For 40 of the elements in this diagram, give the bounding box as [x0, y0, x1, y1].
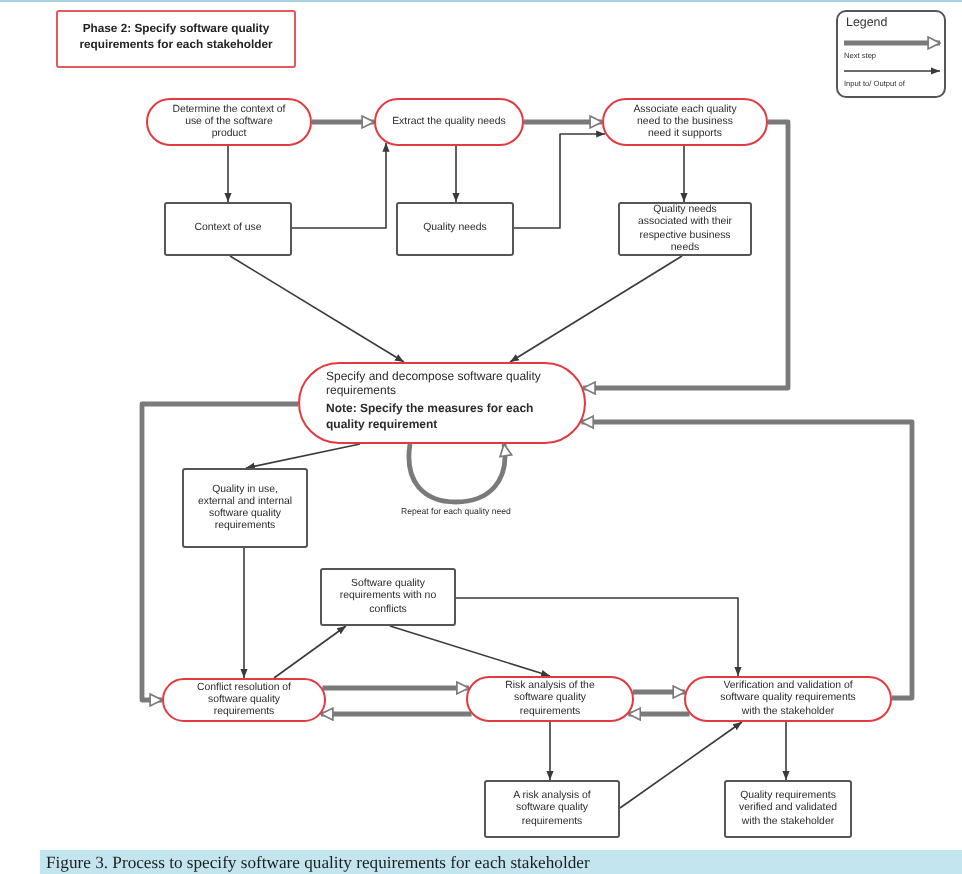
activity-pill	[298, 362, 586, 444]
hollow-head-arrow	[322, 681, 470, 695]
hollow-head-arrow	[524, 115, 603, 129]
artifact-box	[724, 780, 852, 838]
hollow-head-arrow	[627, 707, 690, 721]
loop-arrow	[406, 443, 512, 505]
arrow	[224, 145, 232, 203]
artifact-box	[484, 780, 620, 838]
artifact-box	[320, 568, 456, 626]
arrow	[245, 443, 361, 470]
hollow-head-arrow	[312, 115, 375, 129]
activity-pill	[374, 98, 524, 146]
arrow	[455, 597, 742, 677]
hollow-head-arrow	[632, 685, 686, 699]
activity-pill	[602, 98, 768, 146]
arrow	[240, 547, 248, 679]
figure-caption: Figure 3. Process to specify software quality requirements for each stakeholder	[40, 850, 962, 874]
activity-pill	[684, 676, 892, 722]
hollow-head-arrow	[139, 401, 298, 707]
activity-pill	[146, 98, 312, 146]
arrow	[546, 721, 554, 781]
arrow	[291, 142, 390, 229]
arrow	[452, 145, 460, 203]
arrow	[619, 721, 743, 809]
artifact-box	[618, 202, 752, 256]
arrow	[680, 145, 688, 203]
hollow-head-arrow	[320, 707, 472, 721]
arrow	[389, 625, 551, 677]
artifact-box	[396, 202, 514, 256]
activity-pill	[466, 676, 634, 722]
hollow-head-arrow	[580, 415, 915, 701]
artifact-box	[182, 468, 308, 548]
arrow	[513, 130, 606, 229]
arrow	[273, 625, 347, 679]
arrow	[509, 255, 683, 363]
arrow	[782, 721, 790, 781]
arrow	[229, 255, 405, 363]
artifact-box	[164, 202, 292, 256]
hollow-head-arrow	[582, 119, 791, 395]
activity-pill	[162, 678, 326, 722]
